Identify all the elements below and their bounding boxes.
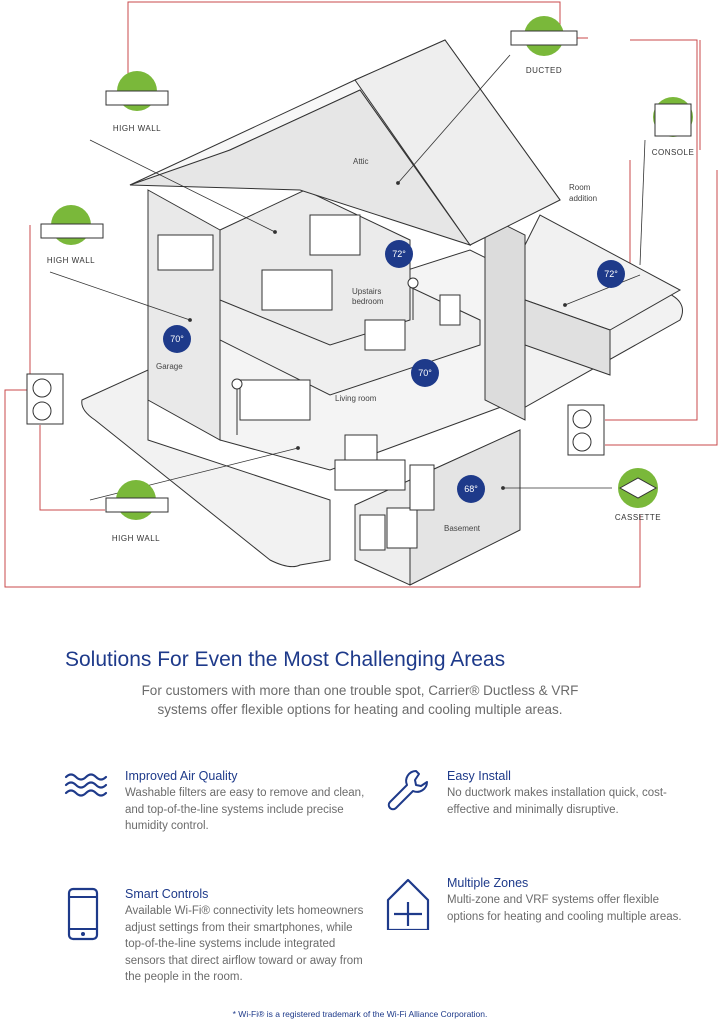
svg-text:70°: 70° [170,334,184,344]
temp-badge-addition: 72° [597,260,625,288]
footnote: * Wi-Fi® is a registered trademark of th… [232,1009,488,1019]
unit-label: HIGH WALL [112,534,160,543]
unit-high-wall-1: HIGH WALL [105,71,169,133]
outdoor-unit-right [567,404,605,456]
unit-ducted: DUCTED [510,16,578,75]
house-zones-icon [386,878,430,930]
room-label-upstairs: bedroom [352,297,384,306]
feature-title: Easy Install [447,769,511,783]
feature-title: Multiple Zones [447,876,529,890]
feature-description: Washable filters are easy to remove and … [125,787,365,832]
unit-console: CONSOLE [652,97,695,157]
svg-text:72°: 72° [392,249,406,259]
room-label-attic: Attic [353,157,369,166]
feature-title: Improved Air Quality [125,769,238,783]
temp-badge-upstairs: 72° [385,240,413,268]
svg-text:72°: 72° [604,269,618,279]
unit-label: DUCTED [526,66,562,75]
house-structure [129,39,682,586]
unit-high-wall-2: HIGH WALL [40,205,104,265]
unit-label: HIGH WALL [113,124,161,133]
section-title: Solutions For Even the Most Challenging … [65,648,506,671]
feature-description: No ductwork makes installation quick, co… [447,787,667,816]
room-label-upstairs: Upstairs [352,287,381,296]
feature-title: Smart Controls [125,887,209,901]
outdoor-unit-left [26,373,64,425]
unit-high-wall-3: HIGH WALL [105,480,169,543]
room-label-addition: addition [569,194,597,203]
unit-label: CONSOLE [652,148,695,157]
room-label-addition: Room [569,183,591,192]
temp-badge-living: 70° [411,359,439,387]
unit-label: HIGH WALL [47,256,95,265]
temp-badge-basement: 68° [457,475,485,503]
feature-description: Multi-zone and VRF systems offer flexibl… [447,894,682,923]
air-waves-icon [64,773,108,797]
house-diagram: HIGH WALL HIGH WALL HIGH WALL DUCTED CON… [4,1,718,588]
room-label-basement: Basement [444,524,481,533]
smartphone-icon [67,887,99,941]
wrench-icon [387,770,428,811]
unit-cassette: CASSETTE [615,468,661,522]
svg-text:68°: 68° [464,484,478,494]
feature-description: Available Wi-Fi® connectivity lets homeo… [125,905,364,983]
svg-text:70°: 70° [418,368,432,378]
intro-text: For customers with more than one trouble… [141,683,579,717]
unit-label: CASSETTE [615,513,661,522]
temp-badge-garage: 70° [163,325,191,353]
room-label-garage: Garage [156,362,183,371]
room-label-living: Living room [335,394,377,403]
